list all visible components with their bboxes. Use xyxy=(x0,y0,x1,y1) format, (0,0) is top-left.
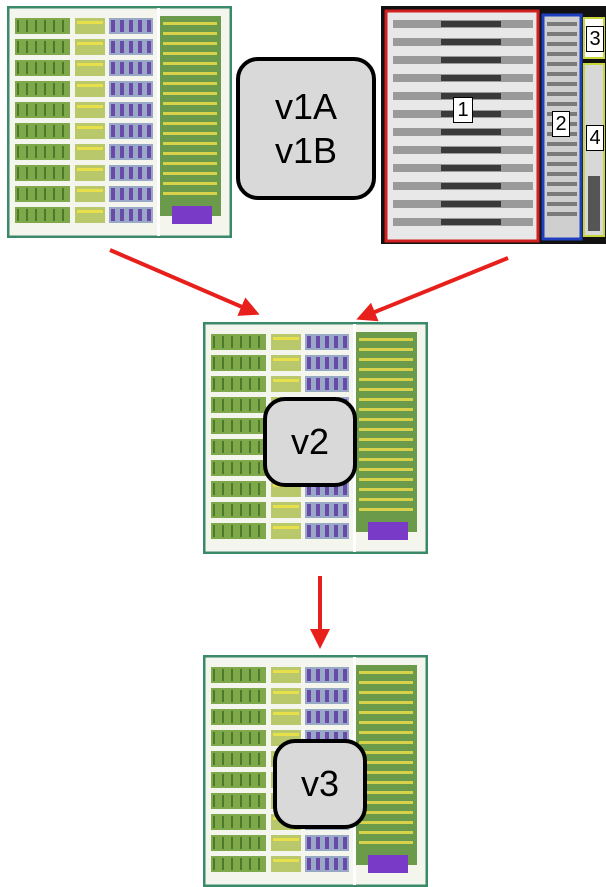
v3-label: v3 xyxy=(300,763,340,805)
region-3-label: 3 xyxy=(586,26,604,52)
v3-label-box: v3 xyxy=(273,739,367,829)
v1b-annotated-layout: 1 2 3 4 xyxy=(381,6,606,244)
region-4-label: 4 xyxy=(586,125,604,151)
arrow-v1a-to-v2 xyxy=(109,248,260,316)
v1-label-box: v1A v1B xyxy=(236,57,376,200)
region-2-label: 2 xyxy=(552,111,570,137)
v1a-label: v1A xyxy=(274,86,338,128)
v2-label: v2 xyxy=(290,421,330,463)
v1b-label: v1B xyxy=(274,129,338,171)
v1a-chip-layout xyxy=(7,6,232,238)
v2-label-box: v2 xyxy=(263,397,357,487)
arrow-v1b-to-v2 xyxy=(356,256,509,322)
chip-layout-icon xyxy=(7,6,232,238)
region-1-label: 1 xyxy=(453,97,473,123)
